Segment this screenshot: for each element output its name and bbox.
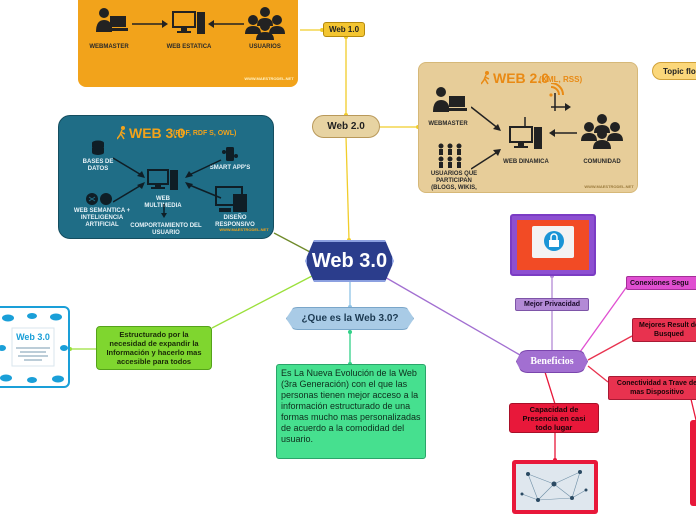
web10-panel: WEBMASTER WEB ESTATICA USUARIOS WWW.MAES…: [78, 0, 298, 87]
definicion-text-box: Es La Nueva Evolución de la Web (3ra Gen…: [276, 364, 426, 459]
runner-icon: [117, 126, 126, 140]
web30-label-semantica: WEB SEMANTICA + INTELIGENCIA ARTIFICIAL: [73, 208, 131, 228]
arrow-down-icon: [161, 204, 167, 218]
arrows-icon: [113, 157, 222, 203]
web30-subtitle: (RDF, RDF S, OWL): [173, 130, 237, 137]
arrows-icon: [471, 106, 501, 170]
web20-panel: WEB 2.0 (XML, RSS) WEBMASTER USUARIOS QU…: [418, 62, 638, 193]
web30-panel: WEB 3.0 (RDF, RDF S, OWL) BASES DE DATOS…: [58, 115, 274, 239]
web10-label-usuarios: USUARIOS: [249, 44, 281, 50]
rss-icon: [549, 83, 564, 111]
arrow-icon: [551, 103, 571, 111]
web20-title: WEB 2.0: [493, 70, 550, 86]
responsive-icon: [215, 186, 247, 212]
web30-label-smart: SMART APP'S: [209, 165, 251, 171]
network-image: [512, 460, 598, 514]
web10-label-webmaster: WEBMASTER: [89, 44, 129, 50]
web20-node[interactable]: Web 2.0: [312, 115, 380, 138]
web10-credit: WWW.MAESTRODEL.NET: [244, 76, 294, 81]
web30-credit: WWW.MAESTRODEL.NET: [219, 227, 269, 232]
offscreen-image-edge: [690, 420, 696, 506]
lock-icon: [544, 231, 564, 251]
web30-label-multimedia: WEB MULTIMEDIA: [144, 196, 182, 209]
webmaster-icon: [433, 87, 467, 112]
estructurado-node[interactable]: Estructurado por la necesidad de expandi…: [96, 326, 212, 370]
web20-label-comunidad: COMUNIDAD: [583, 159, 621, 165]
web30-central-node[interactable]: Web 3.0: [305, 240, 394, 282]
web30-label-bases: BASES DE DATOS: [82, 159, 114, 172]
semantic-ai-icon: [86, 193, 112, 205]
web20-label-dinamica: WEB DINAMICA: [503, 159, 549, 165]
web10-label-estatica: WEB ESTATICA: [166, 44, 212, 50]
conexiones-seguras-node[interactable]: Conexiones Segu: [626, 276, 696, 290]
computer-icon: [172, 11, 205, 34]
thumbnail-text-lines: [16, 347, 50, 361]
floating-topic-node[interactable]: Topic flo: [652, 62, 696, 80]
web30-thumbnail-image: Web 3.0: [0, 306, 70, 388]
mejores-resultados-node[interactable]: Mejores Result de Busqued: [632, 318, 696, 342]
mejor-privacidad-node[interactable]: Mejor Privacidad: [515, 298, 589, 311]
privacidad-image: [510, 214, 596, 276]
thumbnail-title: Web 3.0: [16, 332, 50, 342]
web30-title: WEB 3.0: [129, 125, 186, 141]
community-icon: [581, 114, 623, 149]
beneficios-node[interactable]: Beneficios: [516, 350, 588, 373]
web20-credit: WWW.MAESTRODEL.NET: [584, 184, 634, 189]
smart-apps-icon: [222, 147, 238, 161]
que-es-node[interactable]: ¿Que es la Web 3.0?: [286, 307, 414, 330]
computer-icon: [509, 117, 542, 149]
web30-label-comportamiento: COMPORTAMIENTO DEL USUARIO: [130, 223, 202, 236]
network-people-icon: [516, 464, 594, 510]
runner-icon: [481, 71, 490, 85]
users-icon: [245, 7, 285, 40]
arrow-icon: [208, 20, 244, 28]
webmaster-icon: [96, 8, 128, 32]
capacidad-presencia-node[interactable]: Capacidad de Presencia en casi todo luga…: [509, 403, 599, 433]
participants-icon: [438, 143, 462, 168]
web20-label-webmaster: WEBMASTER: [428, 121, 468, 127]
web20-label-participan: USUARIOS QUE PARTICIPAN (BLOGS, WIKIS, R…: [430, 171, 478, 191]
web20-subtitle: (XML, RSS): [539, 75, 583, 84]
web10-node[interactable]: Web 1.0: [323, 22, 365, 37]
database-icon: [92, 140, 104, 155]
arrow-icon: [549, 129, 577, 137]
web30-label-responsivo: DISEÑO RESPONSIVO: [215, 215, 255, 228]
arrow-icon: [132, 20, 168, 28]
multimedia-computer-icon: [147, 169, 178, 190]
conectividad-node[interactable]: Conectividad a Trave de mas Dispositivo: [608, 376, 696, 400]
